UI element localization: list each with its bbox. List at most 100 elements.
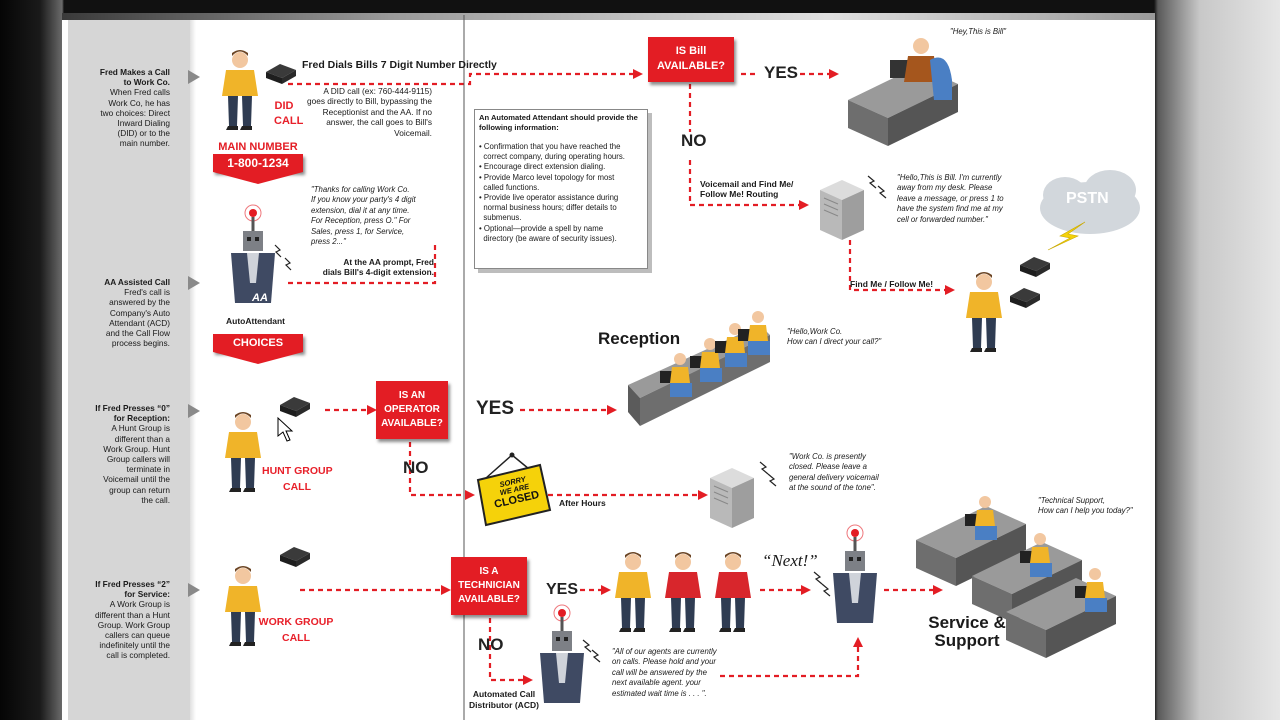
banner-point bbox=[213, 172, 303, 184]
row2-body: process begins. bbox=[112, 338, 170, 348]
vm-msg-line: away from my desk. Please bbox=[897, 183, 992, 192]
operator-no-label: NO bbox=[403, 458, 429, 478]
row3-body: Work Group. Hunt bbox=[103, 444, 170, 454]
hold-line: next available agent. your bbox=[612, 678, 701, 687]
bill-available-box: IS Bill AVAILABLE? bbox=[648, 37, 734, 82]
fred-hunt-person-icon bbox=[225, 412, 261, 492]
vm-msg-line: cell or forwarded number." bbox=[897, 215, 988, 224]
row4-body: Group. Work Group bbox=[98, 620, 170, 630]
desk-phone-icon bbox=[1020, 257, 1050, 277]
acd-line: Distributor (ACD) bbox=[469, 700, 539, 710]
info-box-title: An Automated Attendant should provide th… bbox=[479, 113, 638, 133]
row2-body: answered by the bbox=[109, 297, 170, 307]
info-item: Confirmation that you have reached the bbox=[484, 142, 621, 151]
info-item: Optional—provide a spell by name bbox=[484, 224, 603, 233]
desk-phone-icon bbox=[280, 547, 310, 567]
row4-body: A Work Group is bbox=[110, 599, 170, 609]
mouse-cursor-icon bbox=[278, 418, 292, 441]
row3-heading-1: If Fred Presses “0” bbox=[95, 403, 170, 413]
desk-phone-icon bbox=[280, 397, 310, 417]
choices-point bbox=[213, 352, 303, 364]
row2-body: and the Call Flow bbox=[106, 328, 170, 338]
row3-body: group can return bbox=[109, 485, 170, 495]
reception-title: Reception bbox=[598, 329, 680, 349]
info-item: directory (be aware of security issues). bbox=[483, 234, 616, 243]
desk-phone-icon bbox=[1010, 288, 1040, 308]
service-title-line: Service & bbox=[928, 613, 1006, 632]
reception-greeting: "Hello,Work Co. How can I direct your ca… bbox=[787, 327, 881, 348]
aa-greeting-line: press 2..." bbox=[311, 237, 346, 246]
autoattendant-label: AutoAttendant bbox=[226, 316, 285, 326]
aa-prompt: At the AA prompt, Fred dials Bill's 4-di… bbox=[300, 257, 434, 278]
queue-person-icon bbox=[715, 552, 751, 632]
pstn-cloud-icon bbox=[1040, 170, 1140, 250]
info-item: called functions. bbox=[483, 183, 539, 192]
work-line: WORK GROUP bbox=[259, 616, 334, 628]
operator-yes-label: YES bbox=[476, 398, 514, 420]
row2-body: Company's Auto bbox=[110, 308, 170, 318]
after-hours-label: After Hours bbox=[559, 498, 606, 508]
sidebar-row1: Fred Makes a Call to Work Co. When Fred … bbox=[70, 67, 170, 149]
vm-route-line: Follow Me! Routing bbox=[700, 189, 778, 199]
row2-body: Attendant (ACD) bbox=[109, 318, 170, 328]
bill-greeting: "Hey,This is Bill" bbox=[950, 27, 1006, 37]
info-item: Provide live operator assistance during bbox=[484, 193, 618, 202]
aa-greeting-line: Sales, press 1, for Service, bbox=[311, 227, 404, 236]
hold-line: on calls. Please hold and your bbox=[612, 657, 716, 666]
queue-person-icon bbox=[665, 552, 701, 632]
did-desc-line: answer, the call goes to Bill's bbox=[326, 117, 432, 127]
row3-body: A Hunt Group is bbox=[111, 423, 170, 433]
fred-person-icon bbox=[222, 50, 258, 130]
support-greeting-line: How can I help you today?" bbox=[1038, 506, 1133, 515]
service-title-line: Support bbox=[934, 631, 999, 650]
bill-vm-message: "Hello,This is Bill. I'm currently away … bbox=[897, 173, 1004, 225]
sidebar-row2: AA Assisted Call Fred's call is answered… bbox=[70, 277, 170, 348]
next-label: “Next!” bbox=[762, 551, 818, 571]
service-support-title: Service & Support bbox=[926, 614, 1008, 650]
aa-robot-badge: AA bbox=[252, 292, 268, 304]
row4-body: callers can queue bbox=[105, 630, 170, 640]
row3-body: Group callers will bbox=[107, 454, 170, 464]
hold-line: call will be answered by the bbox=[612, 668, 707, 677]
acd-label: Automated Call Distributor (ACD) bbox=[462, 689, 546, 711]
bill-no-label: NO bbox=[681, 131, 707, 151]
reception-greeting-line: "Hello,Work Co. bbox=[787, 327, 842, 336]
next-robot-icon bbox=[833, 525, 877, 623]
did-desc-line: A DID call (ex: 760-444-9115) bbox=[323, 86, 432, 96]
hunt-group-label: HUNT GROUP CALL bbox=[262, 463, 332, 495]
row4-heading-1: If Fred Presses “2” bbox=[95, 579, 170, 589]
aa-greeting-line: If you know your party's 4 digit bbox=[311, 195, 416, 204]
hold-line: estimated wait time is . . . ". bbox=[612, 689, 707, 698]
hold-message: "All of our agents are currently on call… bbox=[612, 647, 717, 699]
row3-body: Voicemail until the bbox=[103, 474, 170, 484]
bill-desk-icon bbox=[848, 38, 958, 146]
did-desc-line: Voicemail. bbox=[394, 128, 432, 138]
tech-no-label: NO bbox=[478, 635, 504, 655]
acd-robot-icon bbox=[540, 605, 584, 703]
row1-body: When Fred calls bbox=[110, 87, 170, 97]
tech-question-line: AVAILABLE? bbox=[458, 594, 520, 605]
info-item: correct company, during operating hours. bbox=[483, 152, 625, 161]
queue-person-icon bbox=[615, 552, 651, 632]
row1-body: main number. bbox=[120, 138, 170, 148]
row4-body: indefinitely until the bbox=[99, 640, 170, 650]
auto-attendant-robot-icon bbox=[231, 205, 275, 303]
info-box-list: • Confirmation that you have reached the… bbox=[479, 142, 625, 244]
sidebar-arrows bbox=[188, 70, 200, 597]
bill-question-line: IS Bill bbox=[676, 45, 707, 57]
row1-body: Inward Dialing bbox=[117, 118, 170, 128]
vm-msg-line: have the system find me at my bbox=[897, 204, 1003, 213]
closed-msg-line: closed. Please leave a bbox=[789, 462, 867, 471]
closed-message: "Work Co. is presently closed. Please le… bbox=[789, 452, 879, 494]
did-desc-line: Receptionist and the AA. If no bbox=[323, 107, 432, 117]
support-greeting: "Technical Support, How can I help you t… bbox=[1038, 496, 1133, 517]
vm-route-line: Voicemail and Find Me/ bbox=[700, 179, 793, 189]
row3-heading-2: for Reception: bbox=[114, 413, 170, 423]
operator-question-line: IS AN bbox=[399, 390, 425, 401]
closed-voicemail-server-icon bbox=[710, 468, 754, 528]
hold-line: "All of our agents are currently bbox=[612, 647, 717, 656]
operator-available-box: IS AN OPERATOR AVAILABLE? bbox=[376, 381, 448, 439]
row1-heading-2: to Work Co. bbox=[124, 77, 170, 87]
row1-body: (DID) or to the bbox=[117, 128, 170, 138]
